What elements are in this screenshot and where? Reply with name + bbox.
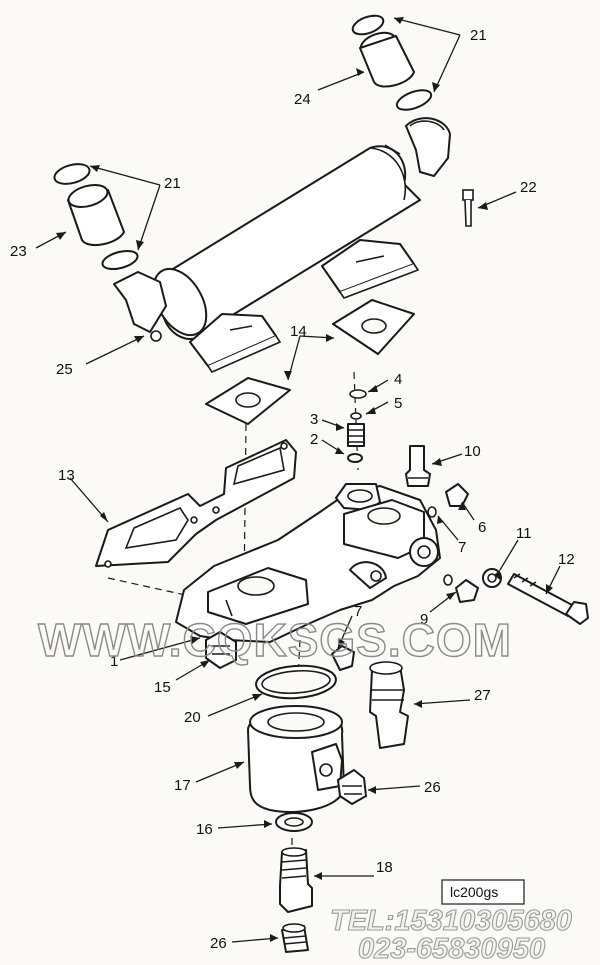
- plug-9: [443, 574, 479, 603]
- adapter-housing-17: [247, 705, 345, 813]
- adapter-27: [369, 661, 409, 749]
- o-ring-20: [255, 664, 337, 700]
- callout-3: 3: [310, 411, 318, 428]
- plug-26-upper: [337, 769, 367, 805]
- plug-6: [427, 483, 469, 518]
- plug-7-lower: [331, 645, 355, 671]
- callout-1: 1: [110, 653, 118, 670]
- callout-7-right: 7: [458, 539, 466, 556]
- gasket-14: [205, 299, 415, 425]
- callout-23: 23: [10, 243, 27, 260]
- hose-upper-left: [53, 163, 139, 271]
- callout-25: 25: [56, 361, 73, 378]
- callout-17: 17: [174, 777, 191, 794]
- bolt-22: [462, 189, 474, 227]
- arrowheads: [56, 17, 553, 942]
- fitting-10: [405, 445, 431, 487]
- callout-5: 5: [394, 395, 402, 412]
- callout-15: 15: [154, 679, 171, 696]
- reference-box: lc200gs: [441, 879, 525, 905]
- watermark-text: WWW.CQKSGS.COM: [38, 614, 512, 666]
- gasket-13: [95, 439, 297, 568]
- washer-16: [275, 812, 313, 832]
- callout-26-lower: 26: [210, 935, 227, 952]
- callout-7-lower: 7: [354, 603, 362, 620]
- callout-16: 16: [196, 821, 213, 838]
- callout-21-top: 21: [470, 27, 487, 44]
- callout-26-upper: 26: [424, 779, 441, 796]
- plug-26-lower: [281, 923, 309, 953]
- valve-parts-2-5: [347, 389, 367, 463]
- contact-phone: 023-65830950: [358, 933, 545, 965]
- callout-24: 24: [294, 91, 311, 108]
- callout-10: 10: [464, 443, 481, 460]
- contact-tel: TEL:15310305680: [330, 905, 572, 937]
- callout-13: 13: [58, 467, 75, 484]
- hose-upper-right: [351, 14, 433, 111]
- callout-2: 2: [310, 431, 318, 448]
- oil-cooler-housing: [113, 117, 451, 374]
- callout-22: 22: [520, 179, 537, 196]
- callout-21-left: 21: [164, 175, 181, 192]
- callout-4: 4: [394, 371, 402, 388]
- nipple-18: [279, 847, 313, 913]
- callout-11: 11: [516, 525, 532, 542]
- filter-head-body: [175, 483, 441, 643]
- callout-14: 14: [290, 323, 307, 340]
- fitting-15: [205, 631, 237, 669]
- callout-27: 27: [474, 687, 491, 704]
- bolt-12: [507, 573, 589, 625]
- callout-9: 9: [420, 611, 428, 628]
- reference-code: lc200gs: [450, 884, 498, 900]
- callout-18: 18: [376, 859, 393, 876]
- callout-6: 6: [478, 519, 486, 536]
- callout-12: 12: [558, 551, 575, 568]
- callout-20: 20: [184, 709, 201, 726]
- callout-labels: 21 21 22 23 24 25 14 4 5 3 2 10 13 6 7 7…: [10, 27, 575, 952]
